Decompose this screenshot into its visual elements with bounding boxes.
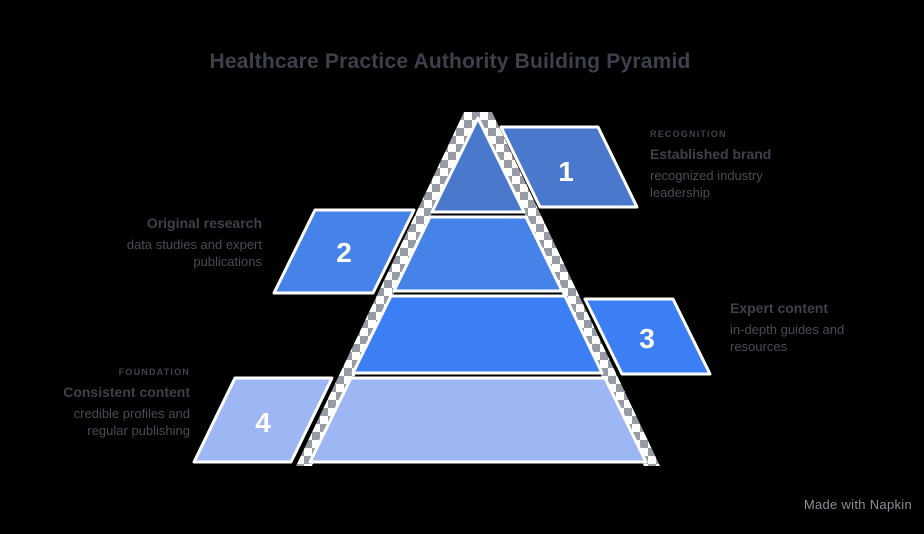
level-2-callout: Original research data studies and exper… bbox=[102, 214, 262, 270]
pyramid-band-1 bbox=[430, 116, 526, 214]
level-4-title: Consistent content bbox=[63, 384, 190, 400]
diagram-title: Healthcare Practice Authority Building P… bbox=[209, 50, 691, 73]
level-1-eyebrow: RECOGNITION bbox=[650, 129, 727, 139]
watermark: Made with Napkin bbox=[803, 497, 912, 512]
level-1-number: 1 bbox=[558, 156, 574, 187]
level-3-title: Expert content bbox=[730, 300, 829, 316]
level-2-title: Original research bbox=[146, 215, 262, 231]
level-1-callout: RECOGNITION Established brand recognized… bbox=[650, 129, 810, 201]
level-4-description: credible profiles and regular publishing bbox=[73, 406, 190, 438]
level-4-eyebrow: FOUNDATION bbox=[118, 367, 190, 377]
level-1-description: recognized industry leadership bbox=[650, 168, 763, 200]
level-2-number: 2 bbox=[336, 237, 352, 268]
pyramid-band-2 bbox=[392, 215, 564, 293]
level-4-tab bbox=[192, 376, 334, 464]
level-1-tab bbox=[499, 125, 639, 209]
level-1-title: Established brand bbox=[650, 146, 772, 162]
level-3-tab bbox=[583, 297, 712, 376]
pyramid-band-3 bbox=[351, 294, 604, 375]
level-3-callout: Expert content in-depth guides and resou… bbox=[730, 299, 880, 355]
checker-strip-right bbox=[476, 112, 660, 466]
pyramid-band-4 bbox=[308, 376, 648, 464]
level-3-description: in-depth guides and resources bbox=[730, 322, 845, 354]
level-2-description: data studies and expert publications bbox=[126, 237, 262, 269]
level-2-tab bbox=[272, 208, 416, 295]
checker-strip-left bbox=[296, 112, 480, 466]
level-4-callout: FOUNDATION Consistent content credible p… bbox=[30, 367, 190, 439]
level-3-number: 3 bbox=[639, 323, 655, 354]
level-4-number: 4 bbox=[255, 407, 271, 438]
